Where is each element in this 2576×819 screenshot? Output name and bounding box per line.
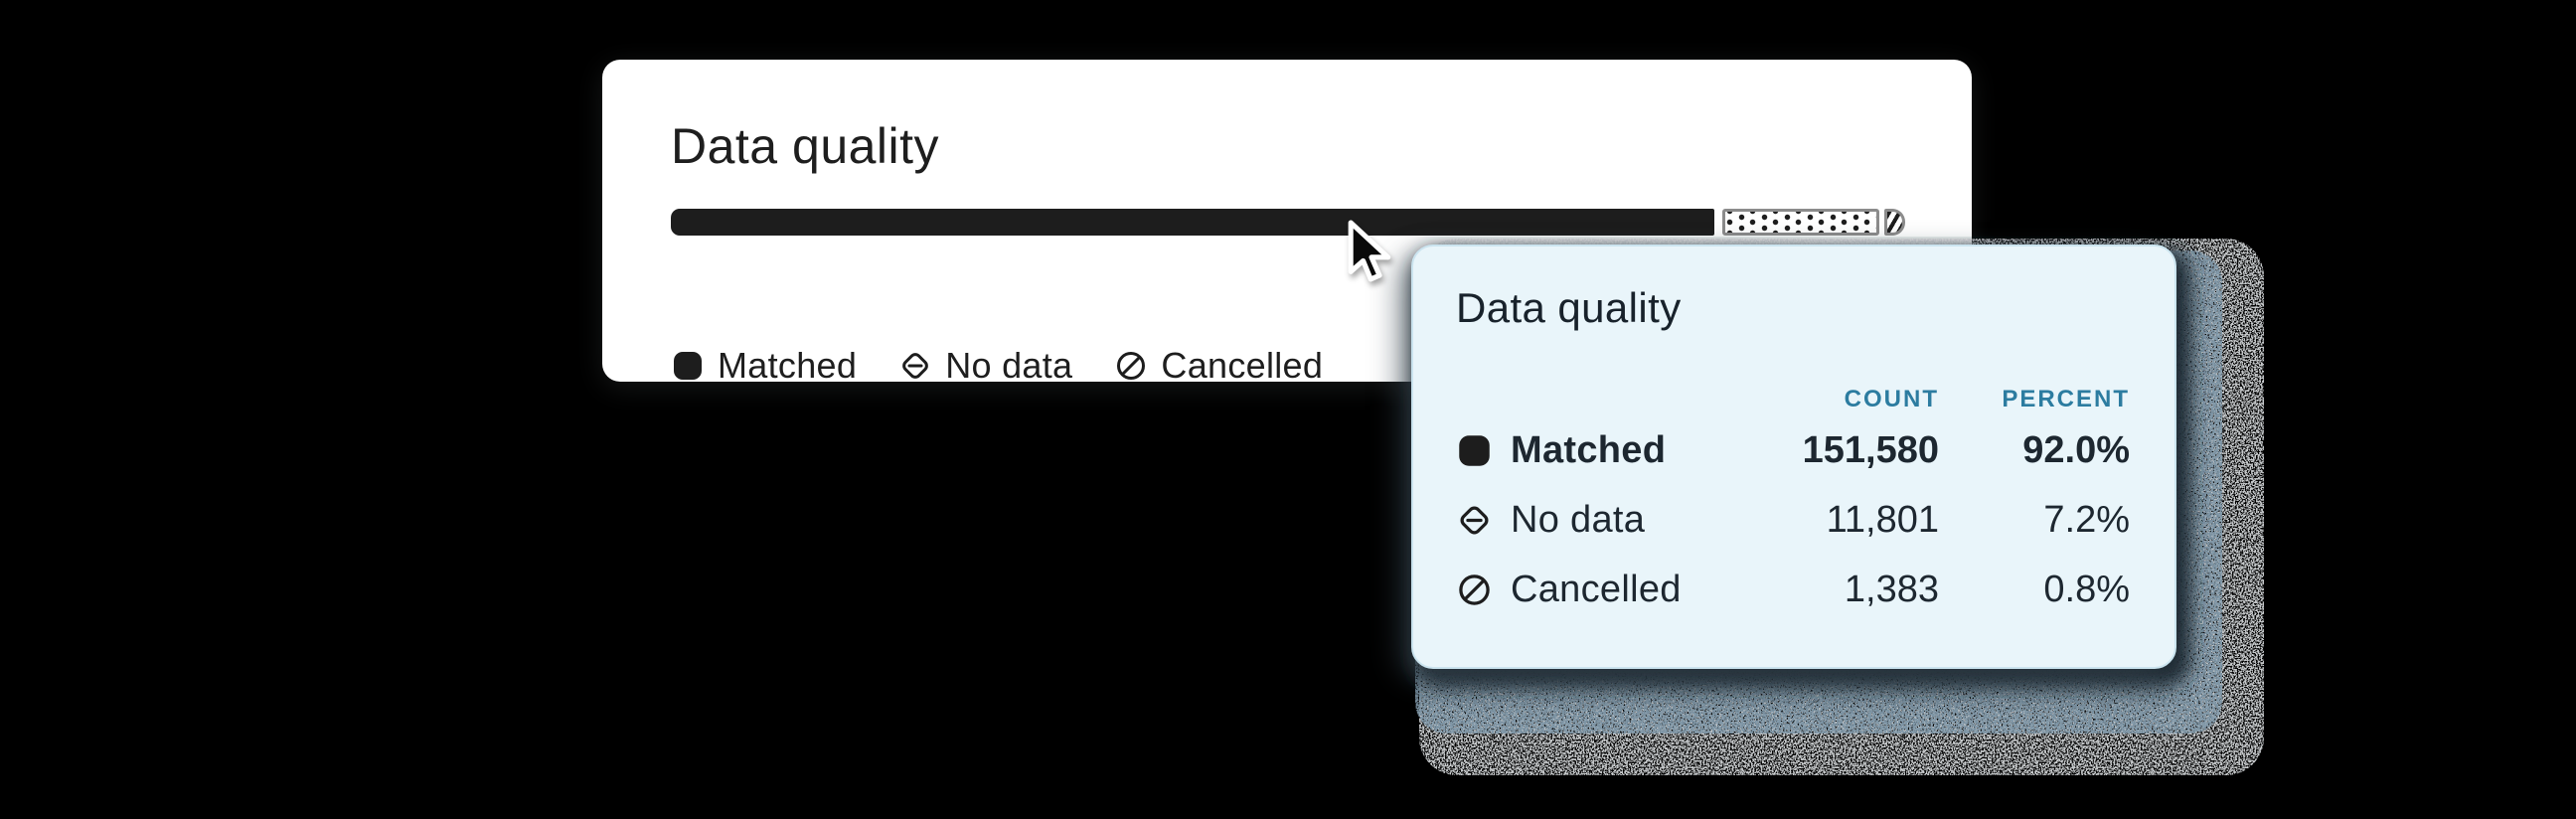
- row-percent: 0.8%: [2043, 568, 2130, 610]
- bar-segment-cancelled[interactable]: [1884, 209, 1905, 236]
- data-quality-card: Data quality Matched No data: [602, 60, 1972, 386]
- legend: Matched No data Cancelled: [671, 345, 1323, 387]
- legend-item-matched: Matched: [671, 345, 857, 387]
- row-label: No data: [1511, 498, 1646, 541]
- card-title: Data quality: [671, 118, 940, 174]
- matched-square-icon: [1459, 434, 1490, 466]
- matched-square-icon: [674, 352, 702, 380]
- legend-label: No data: [945, 345, 1073, 386]
- bar-segment-matched[interactable]: [671, 209, 1714, 236]
- no-data-diamond-icon: [1460, 506, 1489, 534]
- tooltip-card: Data quality COUNT PERCENT Matched 151,5…: [1411, 245, 2176, 669]
- tooltip-title: Data quality: [1456, 284, 1682, 331]
- legend-item-cancelled: Cancelled: [1114, 345, 1323, 387]
- cancelled-circle-slash-icon: [1117, 352, 1146, 380]
- legend-label: Cancelled: [1161, 345, 1324, 386]
- table-row-matched: Matched 151,580 92.0%: [1456, 415, 2130, 485]
- column-header-count: COUNT: [1844, 386, 1939, 412]
- row-percent: 92.0%: [2022, 428, 2130, 471]
- cancelled-circle-slash-icon: [1459, 573, 1490, 605]
- table-row-no-data: No data 11,801 7.2%: [1456, 485, 2130, 555]
- row-count: 151,580: [1802, 428, 1939, 471]
- bar-segment-no-data[interactable]: [1722, 209, 1879, 236]
- legend-label: Matched: [718, 345, 858, 386]
- row-percent: 7.2%: [2043, 498, 2130, 541]
- row-label: Matched: [1511, 428, 1667, 471]
- legend-item-no-data: No data: [898, 345, 1072, 387]
- row-label: Cancelled: [1511, 568, 1682, 610]
- mouse-cursor-icon: [1348, 220, 1391, 282]
- tooltip-header-row: COUNT PERCENT: [1456, 384, 2130, 415]
- column-header-percent: PERCENT: [2002, 386, 2130, 412]
- row-count: 1,383: [1844, 568, 1939, 610]
- no-data-diamond-icon: [902, 353, 929, 379]
- table-row-cancelled: Cancelled 1,383 0.8%: [1456, 555, 2130, 624]
- row-count: 11,801: [1826, 498, 1939, 541]
- stacked-bar[interactable]: [671, 209, 1905, 236]
